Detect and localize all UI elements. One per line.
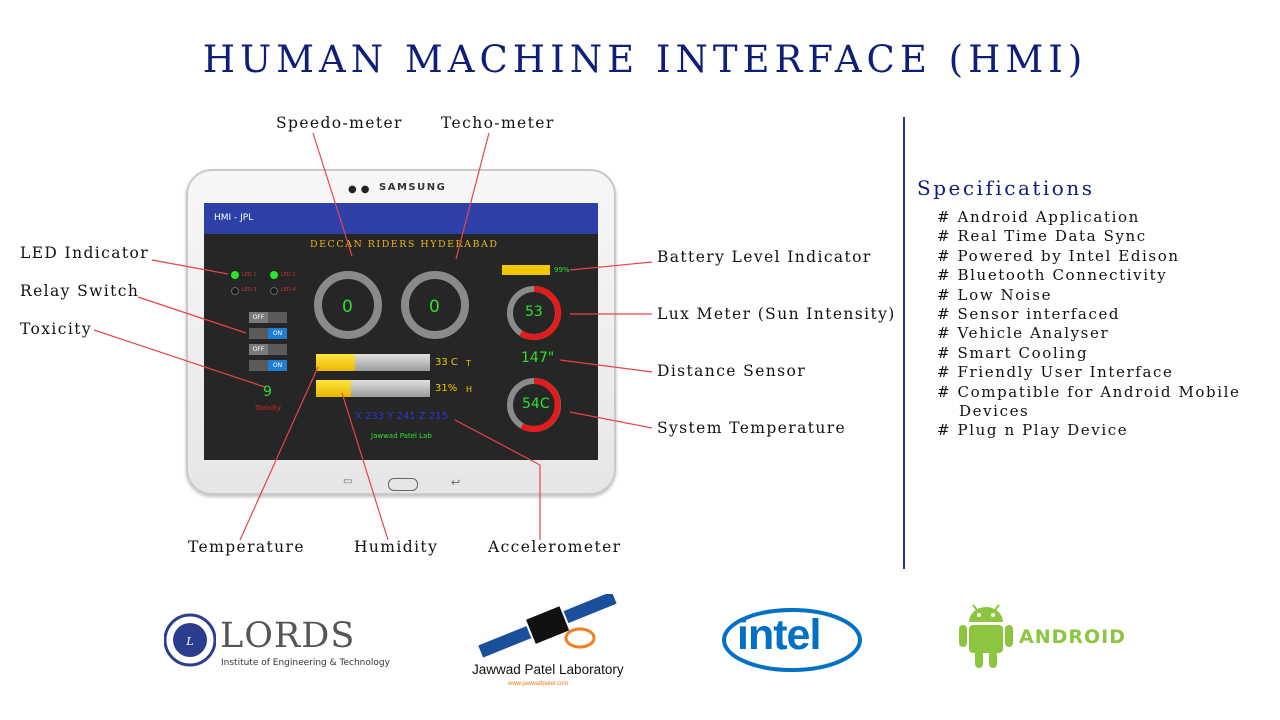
battery-value: 99%: [554, 266, 570, 274]
toxicity-label: Toxicity: [255, 404, 281, 412]
temperature-fill: [316, 354, 355, 371]
led-label: LED 4: [281, 287, 296, 293]
toxicity-value: 9: [263, 384, 272, 400]
tablet-brand: SAMSUNG: [379, 182, 447, 193]
lords-subtitle: Institute of Engineering & Technology: [221, 658, 390, 668]
toxicity-callout-label: Toxicity: [20, 320, 92, 338]
relay-switch-1[interactable]: OFF: [249, 312, 287, 323]
speedometer-label: Speedo-meter: [276, 114, 403, 132]
intel-logo-icon: [720, 604, 868, 672]
intel-logo-text: intel: [737, 611, 821, 659]
camera-dots-icon: ●●: [348, 184, 374, 195]
spec-item: # Compatible for Android Mobile: [937, 382, 1241, 401]
app-title-bar: HMI - JPL: [204, 203, 598, 234]
divider: [903, 117, 905, 569]
spec-item: # Friendly User Interface: [937, 363, 1174, 382]
temperature-label: Temperature: [188, 538, 305, 556]
systemp-arc: [520, 378, 561, 432]
lux-label: Lux Meter (Sun Intensity): [657, 305, 896, 323]
led-label: LED 3: [242, 287, 257, 293]
humidity-label: Humidity: [354, 538, 439, 556]
spec-item: # Low Noise: [937, 285, 1053, 304]
humidity-bar: [316, 380, 430, 397]
spec-item: # Vehicle Analyser: [937, 324, 1110, 343]
speedometer-ring: [314, 271, 382, 339]
spec-item: # Sensor interfaced: [937, 305, 1121, 324]
led-3-icon: [231, 287, 239, 295]
system-temp-value: 54C: [522, 396, 550, 412]
led-2-icon: [270, 271, 278, 279]
back-key-icon[interactable]: ↩: [451, 476, 461, 489]
home-button[interactable]: [388, 478, 418, 491]
tablet-screen: HMI - JPL DECCAN RIDERS HYDERABAD LED 1 …: [204, 203, 598, 460]
accelerometer-value: X 233 Y 241 Z 215: [355, 411, 448, 422]
led-indicator-label: LED Indicator: [20, 244, 150, 262]
distance-label: Distance Sensor: [657, 362, 807, 380]
spec-item: # Android Application: [937, 208, 1140, 226]
menu-key-icon[interactable]: ▭: [343, 476, 353, 487]
relay-switch-label: Relay Switch: [20, 282, 140, 300]
lords-seal-icon: L: [163, 612, 217, 670]
battery-fill: [502, 265, 550, 275]
spec-item: # Smart Cooling: [937, 343, 1089, 362]
accelerometer-label: Accelerometer: [488, 538, 622, 556]
battery-label: Battery Level Indicator: [657, 248, 872, 266]
humidity-value: 31%: [435, 383, 458, 394]
battery-bar: [502, 265, 550, 275]
switch-label: OFF: [249, 344, 268, 355]
lab-label: Jawwad Patel Lab: [371, 432, 432, 440]
spec-item: # Powered by Intel Edison: [937, 246, 1180, 265]
distance-value: 147": [521, 350, 555, 366]
relay-switch-2[interactable]: ON: [249, 328, 287, 339]
tachometer-label: Techo-meter: [441, 114, 555, 132]
led-4-icon: [270, 287, 278, 295]
android-robot-icon: [957, 602, 1015, 670]
spec-item: # Real Time Data Sync: [937, 227, 1147, 246]
specifications-list: # Android Application # Real Time Data S…: [937, 208, 1277, 441]
gauges-svg: [314, 271, 469, 339]
relay-switch-4[interactable]: ON: [249, 360, 287, 371]
lords-logo-text: LORDS: [220, 616, 356, 656]
temperature-bar: [316, 354, 430, 371]
android-logo-text: ANDROID: [1019, 626, 1127, 648]
lux-arc: [519, 285, 562, 340]
spec-item: # Bluetooth Connectivity: [937, 266, 1168, 285]
led-label: LED 1: [242, 272, 257, 278]
tachometer-ring: [401, 271, 469, 339]
specifications-title: Specifications: [917, 176, 1095, 200]
page-title: HUMAN MACHINE INTERFACE (HMI): [202, 38, 1088, 81]
system-temperature-label: System Temperature: [657, 419, 847, 437]
dashboard-header: DECCAN RIDERS HYDERABAD: [310, 239, 499, 250]
switch-label: OFF: [249, 312, 268, 323]
temperature-unit: T: [466, 359, 471, 368]
spec-item: # Plug n Play Device: [937, 421, 1129, 440]
satellite-icon: [472, 591, 624, 658]
led-label: LED 2: [281, 272, 296, 278]
humidity-fill: [316, 380, 352, 397]
speedometer-value: 0: [342, 297, 353, 317]
switch-label: ON: [268, 360, 287, 371]
spec-item: Devices: [959, 402, 1030, 421]
jpl-url: www.jawwadpatel.com: [508, 681, 569, 687]
tachometer-value: 0: [429, 297, 440, 317]
jpl-logo-text: Jawwad Patel Laboratory: [472, 662, 624, 677]
lux-value: 53: [525, 304, 543, 320]
led-1-icon: [231, 271, 239, 279]
svg-text:L: L: [185, 635, 193, 648]
humidity-unit: H: [466, 385, 473, 394]
side-gauges-svg: [507, 285, 562, 432]
relay-switch-3[interactable]: OFF: [249, 344, 287, 355]
temperature-value: 33 C: [435, 357, 458, 368]
switch-label: ON: [268, 328, 287, 339]
